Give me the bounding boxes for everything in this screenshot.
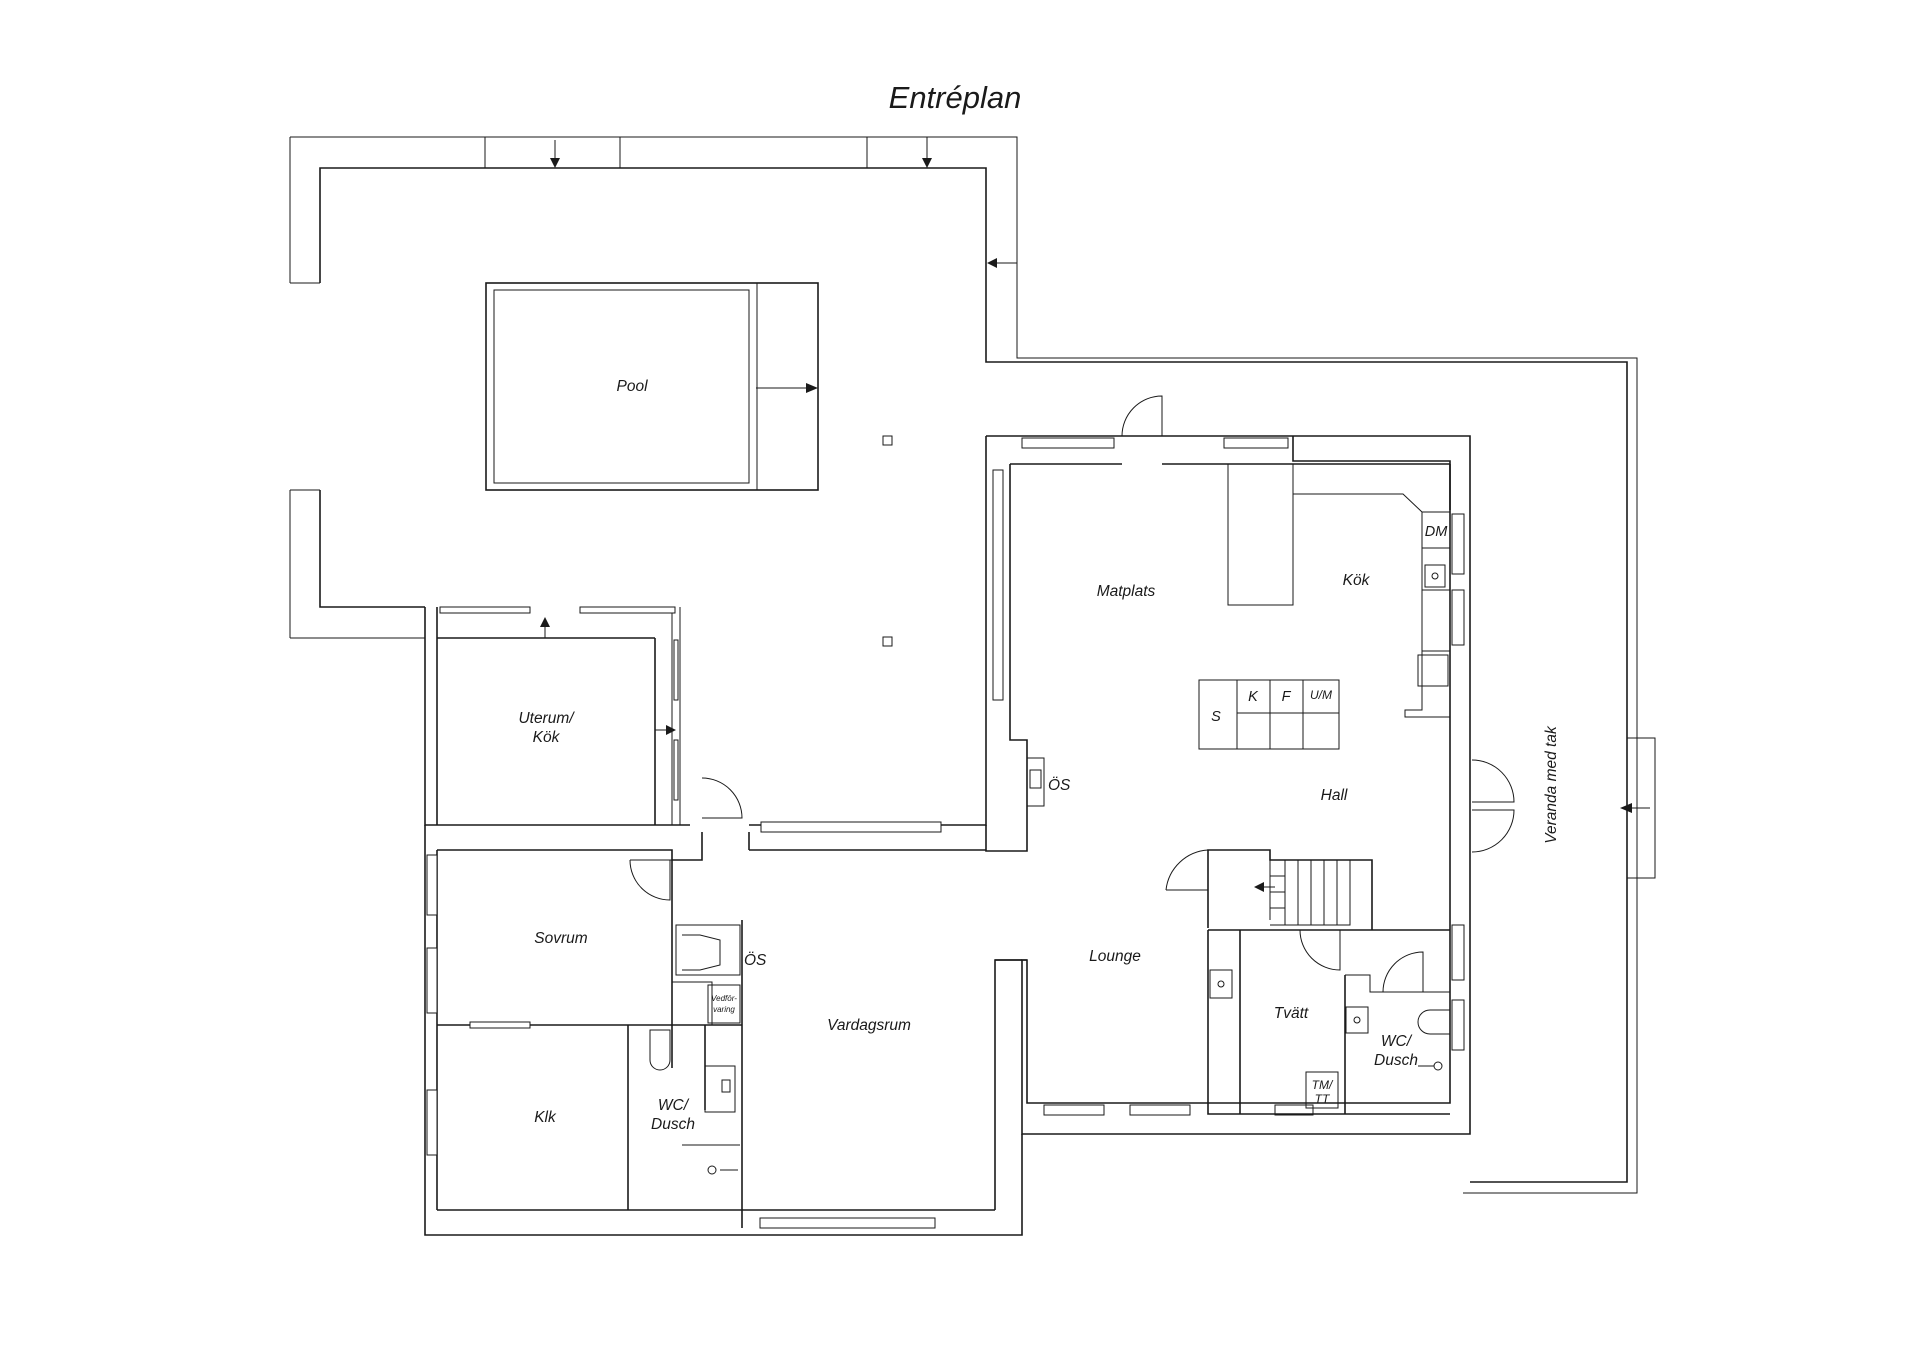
door-swing — [1471, 759, 1515, 803]
windows — [992, 437, 1465, 1116]
window — [760, 821, 942, 833]
staircase — [1165, 849, 1373, 930]
room-label-wc2-2: Dusch — [1374, 1052, 1418, 1069]
room-label-klk: Klk — [534, 1109, 557, 1126]
room-label-vardagsrum: Vardagsrum — [827, 1017, 911, 1034]
arrow-right-icon — [806, 383, 818, 393]
room-label-os-hall: ÖS — [1048, 776, 1071, 794]
room-label-os-vardag: ÖS — [744, 951, 767, 969]
appliance-label-um: U/M — [1310, 688, 1332, 702]
window — [759, 1217, 936, 1229]
arrow-down-icon — [922, 158, 932, 168]
pool — [485, 282, 819, 491]
post — [882, 435, 893, 446]
laundry-wc — [1207, 929, 1451, 1115]
room-label-kok: Kök — [1343, 572, 1371, 589]
room-label-hall: Hall — [1321, 787, 1348, 804]
arrow-right-icon — [666, 725, 676, 735]
post — [882, 636, 893, 647]
room-label-lounge: Lounge — [1089, 948, 1141, 965]
entry-arrows — [540, 140, 1650, 892]
arrow-left-icon — [1620, 803, 1632, 813]
room-label-wc1-2: Dusch — [651, 1116, 695, 1133]
arrow-left-icon — [1254, 882, 1264, 892]
wc1-fixtures — [627, 1025, 740, 1175]
appliance-label-k: K — [1248, 689, 1259, 705]
uterum — [424, 606, 743, 826]
stove — [1026, 757, 1045, 807]
arrow-up-icon — [540, 617, 550, 627]
plan-title: Entréplan — [889, 80, 1022, 115]
door-swing — [1121, 395, 1163, 437]
arrow-left-icon — [987, 258, 997, 268]
arrow-down-icon — [550, 158, 560, 168]
room-label-tmtt-2: TT — [1315, 1092, 1331, 1106]
room-label-tvatt: Tvätt — [1274, 1005, 1309, 1022]
pool-deck — [289, 136, 1638, 1194]
room-label-wc1: WC/ — [658, 1097, 690, 1114]
storage-label-vedforvaring: Vedför- — [711, 994, 737, 1003]
room-label-wc2: WC/ — [1381, 1033, 1413, 1050]
appliance-label-f: F — [1282, 689, 1292, 705]
room-label-veranda: Veranda med tak — [1543, 725, 1560, 844]
door-swing — [1471, 809, 1515, 853]
room-label-uterum: Uterum/ — [518, 710, 575, 727]
appliance-label-dm: DM — [1425, 524, 1448, 540]
veranda — [1626, 737, 1656, 879]
appliance-label-s: S — [1211, 709, 1221, 725]
room-label-sovrum: Sovrum — [534, 930, 587, 947]
room-label-uterum-2: Kök — [533, 729, 561, 746]
kitchen — [1198, 463, 1450, 750]
room-labels: Uterum/ Kök Matplats Kök Hall Lounge Ver… — [518, 572, 1560, 1133]
room-label-matplats: Matplats — [1097, 583, 1156, 600]
room-label-pool: Pool — [616, 378, 648, 395]
windows-left — [426, 854, 531, 1156]
lower-wing — [424, 825, 1027, 1236]
stove-vardagsrum — [671, 924, 741, 1026]
storage-label-vedforvaring-2: varing — [713, 1005, 735, 1014]
room-label-tmtt: TM/ — [1312, 1078, 1334, 1092]
